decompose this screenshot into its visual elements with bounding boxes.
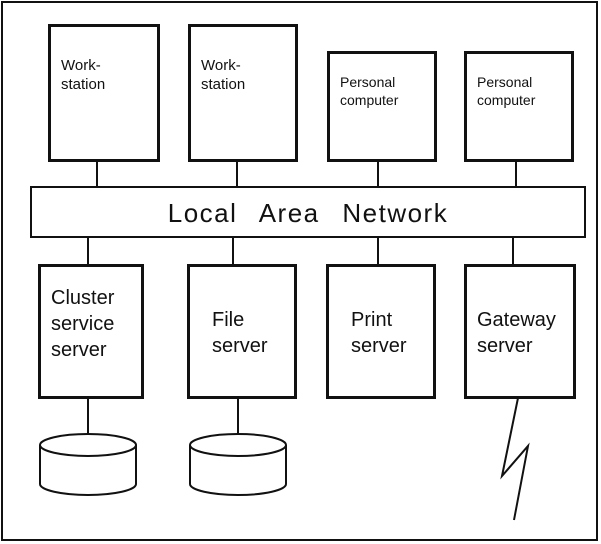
personal-computer-node-1: Personal computer <box>327 51 437 162</box>
workstation-label: Work- station <box>61 57 106 93</box>
cluster-service-server-node: Cluster service server <box>38 264 144 399</box>
workstation-node-2: Work- station <box>188 24 298 162</box>
server-label: File server <box>212 309 268 357</box>
server-label: Gateway server <box>477 309 556 357</box>
personal-computer-node-2: Personal computer <box>464 51 574 162</box>
disk-storage-icon-2 <box>189 433 287 496</box>
network-label: Local Area Network <box>167 198 449 228</box>
workstation-node-1: Work- station <box>48 24 160 162</box>
print-server-node: Print server <box>326 264 436 399</box>
gateway-server-node: Gateway server <box>464 264 576 399</box>
disk-storage-icon-1 <box>39 433 137 496</box>
personal-computer-label: Personal computer <box>477 74 536 108</box>
file-server-node: File server <box>187 264 297 399</box>
wan-link-lightning-icon <box>500 397 530 521</box>
local-area-network-bus: Local Area Network <box>30 186 586 238</box>
server-label: Print server <box>351 309 407 357</box>
server-label: Cluster service server <box>51 287 115 361</box>
personal-computer-label: Personal computer <box>340 74 399 108</box>
workstation-label: Work- station <box>201 57 246 93</box>
